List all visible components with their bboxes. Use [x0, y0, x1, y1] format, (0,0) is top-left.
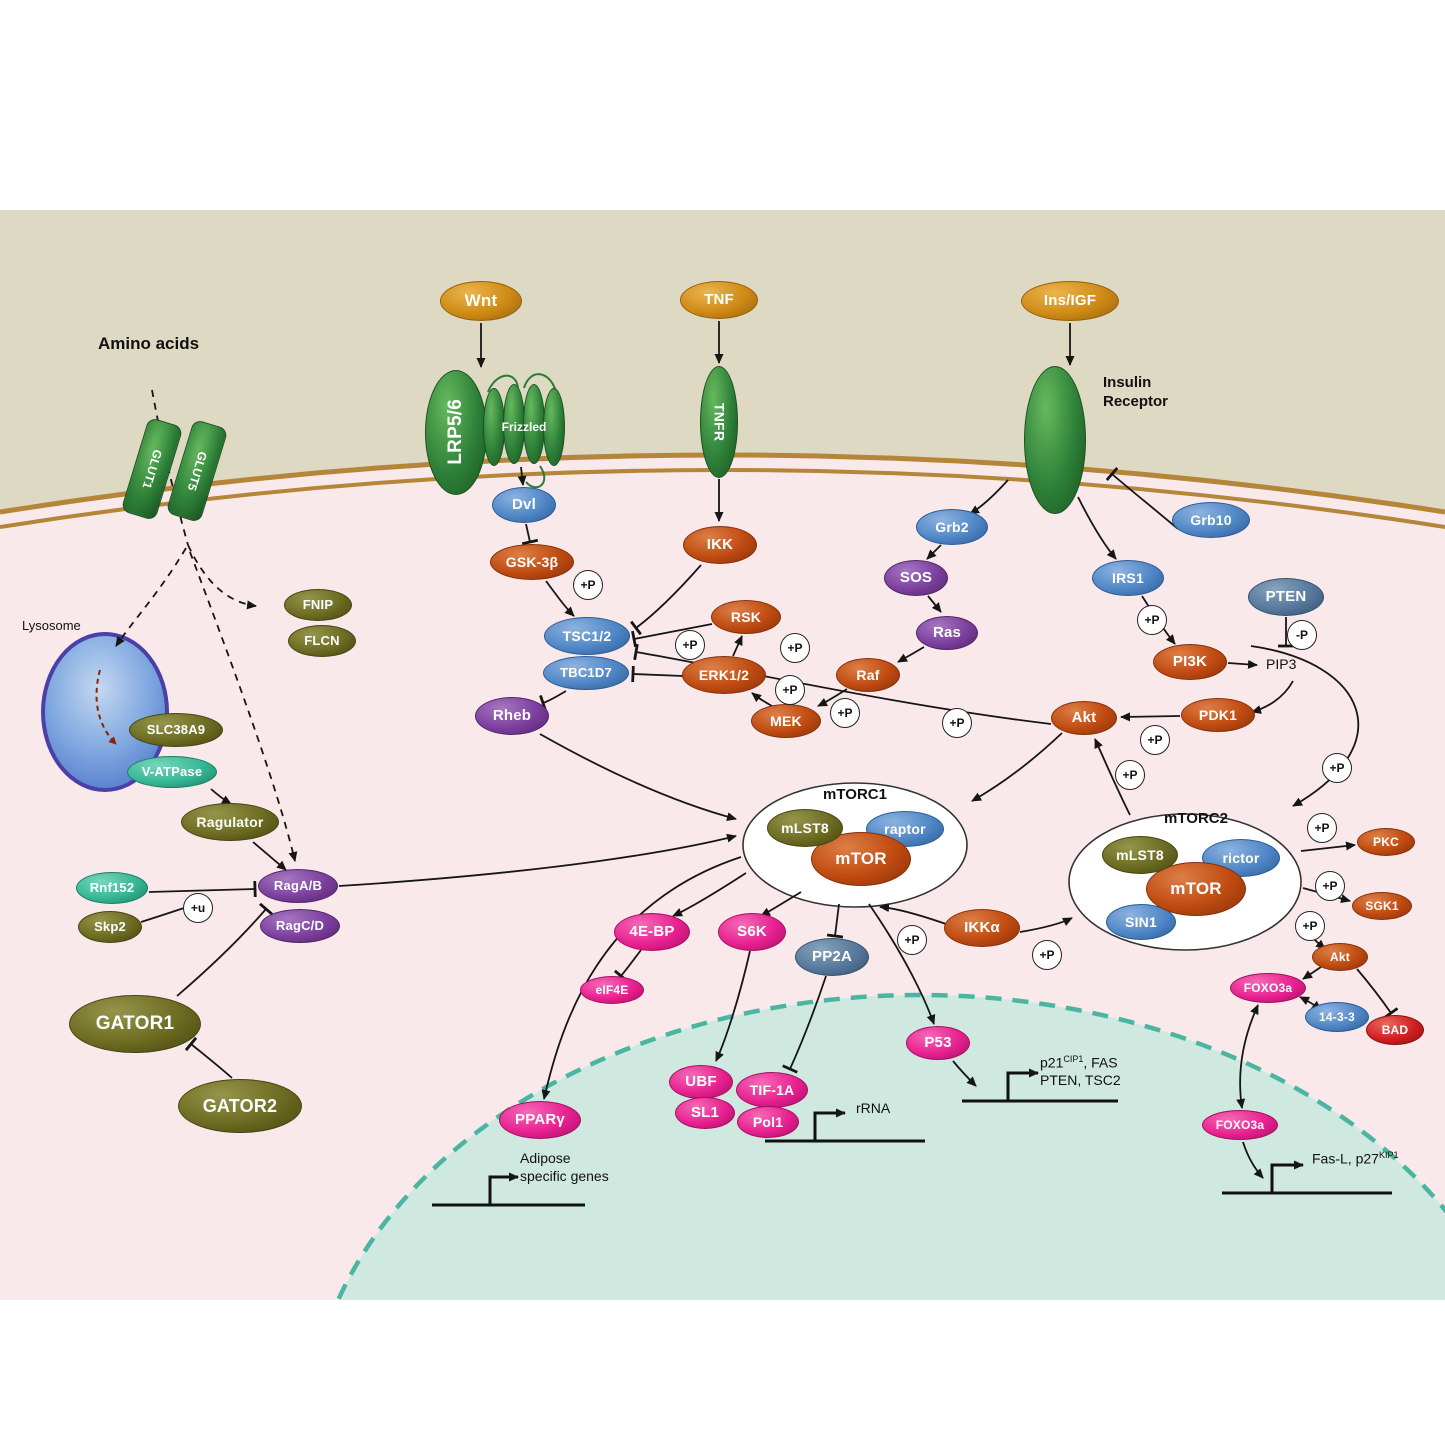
gene-p21 — [962, 1068, 1118, 1103]
arrow-mtorc2-akt — [1094, 738, 1131, 816]
lysosome-body — [41, 632, 169, 792]
lysosome-flux-arrow — [95, 669, 117, 745]
inhibit-rnf152-rag — [148, 880, 257, 898]
inhibit-4ebp-eif4e — [613, 949, 642, 983]
arrow-mtorc2-pkc — [1300, 841, 1356, 852]
arrow-pip3-pdk1 — [1251, 680, 1294, 714]
arrow-ragulator-rag — [252, 841, 287, 871]
arrow-erk-rsk — [732, 635, 743, 657]
transcription-glyphs — [432, 1068, 1392, 1207]
gene-adipose — [432, 1172, 585, 1207]
arrow-pdk1-akt — [1120, 712, 1181, 722]
mtorc2-complex-outline — [1068, 813, 1302, 951]
dashed-aminoacids-rag — [189, 551, 298, 862]
inhibit-grb10-receptor — [1105, 467, 1179, 530]
arrow-frizzled-dvl — [517, 466, 527, 486]
gene-fasl — [1222, 1160, 1392, 1195]
inhibit-pp2a-tif1a — [782, 975, 827, 1074]
inhibit-erk-tbc1d7 — [631, 665, 684, 683]
inhibit-rsk-tsc — [631, 623, 713, 648]
arrow-grb2-sos — [926, 544, 942, 560]
line-skp2-ubiquitin — [140, 907, 185, 923]
arrow-pi3k-pip3 — [1227, 659, 1258, 669]
arrow-mtorc1-p53 — [868, 903, 936, 1025]
arrow-mtorc1-pparg — [541, 856, 742, 1100]
arrow-akt-mtorc1 — [971, 732, 1063, 802]
arrow-p53-gene — [952, 1060, 977, 1087]
inhibit-gator1-rag — [176, 902, 273, 997]
inhibit-dvl-gsk3b — [521, 523, 539, 546]
arrow-sos-ras — [927, 595, 942, 613]
arrow-foxo3a-shuttle — [1236, 1004, 1259, 1109]
mtorc1-complex-outline — [742, 782, 968, 908]
dashed-aminoacids-entry — [151, 389, 189, 546]
arrow-rag-mtorc1 — [338, 833, 737, 887]
amino-acid-dashed-paths — [115, 389, 298, 862]
inhibit-ikk-tsc — [630, 564, 702, 636]
arrow-rheb-mtorc1 — [539, 733, 737, 822]
gene-rrna — [765, 1108, 925, 1143]
nucleus — [335, 992, 1445, 1300]
arrow-s6k-ubf — [715, 950, 751, 1062]
arrow-gsk3b-tsc — [545, 580, 575, 617]
dashed-aminoacids-fnip — [187, 544, 257, 610]
arrow-foxo3a2-gene — [1242, 1141, 1264, 1179]
inhibit-mtorc1-pp2a — [826, 903, 844, 939]
arrow-ikka-mtorc2 — [1019, 917, 1073, 933]
arrow-ikka-mtorc1 — [879, 903, 947, 925]
inhibit-akt2-bad — [1356, 968, 1399, 1019]
dashed-aminoacids-lysosome — [115, 547, 187, 647]
